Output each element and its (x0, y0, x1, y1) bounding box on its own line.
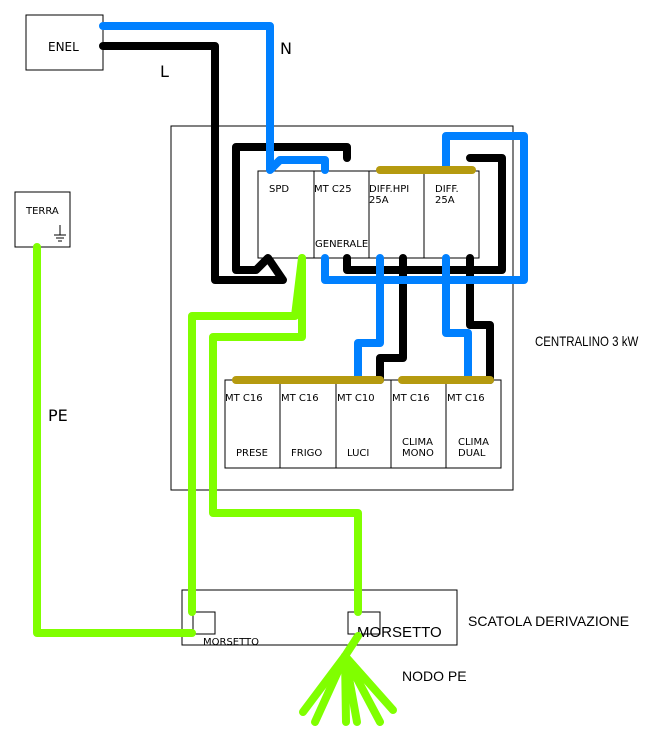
module-rating: MT C16 (447, 393, 485, 404)
enel-meter-box (25, 14, 104, 71)
module-label: MT C25 (314, 184, 352, 195)
module-load: CLIMA (458, 437, 489, 448)
generale-label: GENERALE (315, 239, 368, 250)
ground-symbol-icon (54, 225, 66, 242)
earth-wires (33, 243, 397, 726)
module-load: DUAL (458, 448, 486, 459)
module-clima-dual (445, 379, 502, 469)
module-label: DIFF. (435, 184, 459, 195)
line-label: L (160, 62, 169, 81)
line-wire (466, 254, 494, 384)
module-load: CLIMA (402, 437, 433, 448)
module-spd (257, 170, 315, 259)
module-diff-hpi (368, 170, 425, 259)
module-load: FRIGO (291, 448, 322, 459)
terra-box (14, 191, 71, 248)
earth-wire (33, 243, 196, 637)
scatola-label: SCATOLA DERIVAZIONE (468, 613, 629, 629)
morsetto-terminal (192, 611, 216, 635)
module-label: 25A (369, 195, 389, 206)
module-rating: MT C16 (392, 393, 430, 404)
module-load: LUCI (347, 448, 369, 459)
morsetto-terminal (347, 611, 381, 635)
nodo-pe-branch (311, 652, 349, 726)
module-mt-c25 (313, 170, 370, 259)
module-luci (335, 379, 392, 469)
enel-label: ENEL (48, 40, 79, 54)
module-rating: MT C16 (281, 393, 319, 404)
neutral-wire (321, 132, 528, 284)
neutral-wire (442, 254, 472, 384)
busbars (232, 166, 494, 384)
nodo-pe-label: NODO PE (402, 668, 467, 684)
line-wires (99, 42, 506, 384)
neutral-wire (354, 254, 384, 384)
module-label: 25A (435, 195, 455, 206)
terra-label: TERRA (25, 206, 59, 217)
module-load: MONO (402, 448, 434, 459)
morsetto-label: MORSETTO (203, 637, 259, 648)
module-load: PRESE (236, 448, 268, 459)
earth-wire (209, 254, 362, 616)
module-label: SPD (269, 184, 289, 195)
scatola-derivazione-box (181, 589, 458, 646)
neutral-wire (99, 22, 329, 174)
top-module-row: SPD MT C25 DIFF.HPI 25A DIFF. 25A GENERA… (257, 170, 480, 259)
neutral-label: N (280, 39, 292, 58)
module-rating: MT C10 (337, 393, 375, 404)
morsetto-label: MORSETTO (357, 624, 442, 641)
pe-label: PE (48, 406, 68, 425)
line-wire (343, 154, 506, 274)
line-wire (99, 42, 351, 284)
line-wire (376, 254, 407, 384)
nodo-pe-branch (341, 652, 397, 714)
bottom-module-row: MT C16 MT C16 MT C10 MT C16 MT C16 PRESE… (224, 379, 502, 469)
module-diff (423, 170, 480, 259)
module-rating: MT C16 (225, 393, 263, 404)
neutral-wires (99, 22, 528, 384)
module-label: DIFF.HPI (369, 184, 409, 195)
centralino-label: CENTRALINO 3 kW (535, 333, 639, 349)
